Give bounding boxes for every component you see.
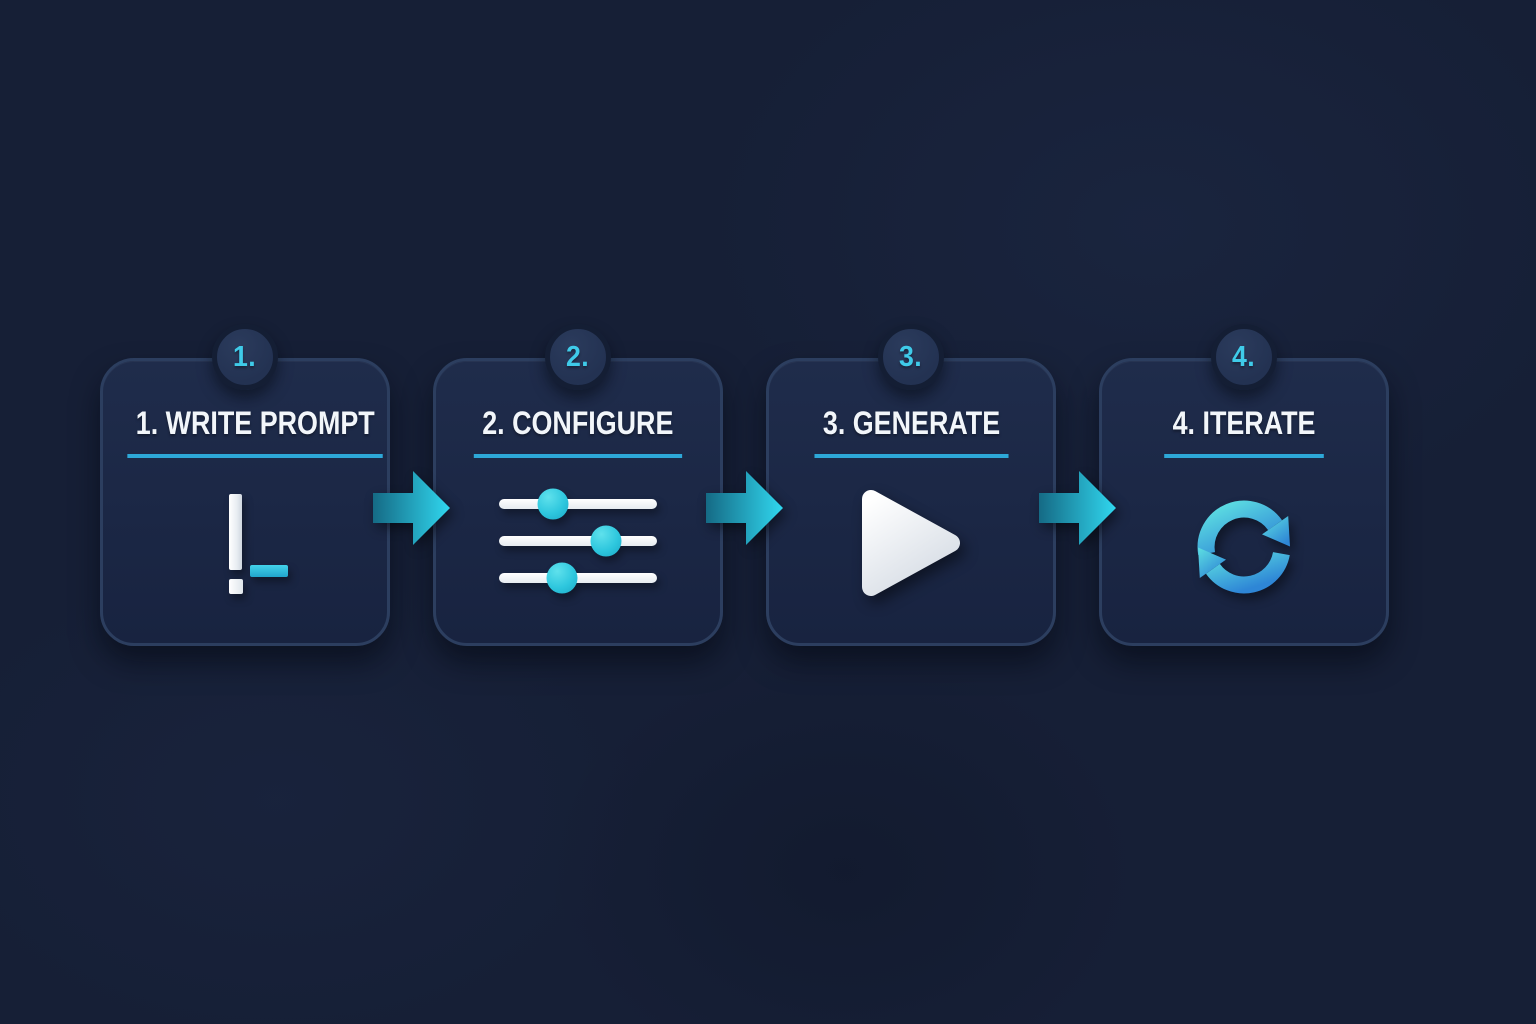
slider-knob — [537, 488, 569, 520]
step-title-wrap: 4. ITERATE — [1102, 405, 1386, 458]
cursor-dot — [229, 579, 243, 594]
step-title: 3. GENERATE — [813, 405, 1009, 458]
slider-knob — [546, 562, 578, 594]
step-icon-area — [103, 494, 387, 598]
slider-knob — [590, 525, 622, 557]
step-title-wrap: 3. GENERATE — [769, 405, 1053, 458]
slider-row — [499, 525, 657, 557]
cursor-bar — [229, 494, 242, 570]
step-icon-area — [436, 488, 720, 594]
step-title-wrap: 1. WRITE PROMPT — [103, 405, 387, 458]
slider-track — [499, 499, 657, 509]
step-icon-area — [769, 485, 1053, 606]
slider-row — [499, 562, 657, 594]
step-card-write-prompt: 1. 1. WRITE PROMPT — [100, 324, 390, 646]
step-number: 1. — [233, 340, 257, 373]
step-card-iterate: 4. 4. ITERATE — [1099, 324, 1389, 646]
text-cursor-icon — [197, 494, 293, 598]
step-title: 1. WRITE PROMPT — [127, 405, 384, 458]
step-badge: 3. — [878, 324, 944, 390]
slider-track — [499, 536, 657, 546]
arrow-right-icon — [373, 469, 451, 547]
play-icon — [855, 485, 967, 606]
step-badge: 2. — [545, 324, 611, 390]
step-number: 2. — [566, 340, 590, 373]
slider-track — [499, 573, 657, 583]
step-title: 2. CONFIGURE — [474, 405, 682, 458]
arrow-right-icon — [1039, 469, 1117, 547]
refresh-icon — [1184, 485, 1304, 610]
step-title: 4. ITERATE — [1164, 405, 1324, 458]
slider-row — [499, 488, 657, 520]
arrow-right-icon — [706, 469, 784, 547]
step-number: 3. — [899, 340, 923, 373]
step-card-generate: 3. 3. GENERATE — [766, 324, 1056, 646]
step-card-configure: 2. 2. CONFIGURE — [433, 324, 723, 646]
step-title-wrap: 2. CONFIGURE — [436, 405, 720, 458]
step-number: 4. — [1232, 340, 1256, 373]
step-badge: 1. — [212, 324, 278, 390]
typed-dash — [250, 565, 288, 577]
step-icon-area — [1102, 485, 1386, 610]
step-badge: 4. — [1211, 324, 1277, 390]
sliders-icon — [499, 488, 657, 594]
